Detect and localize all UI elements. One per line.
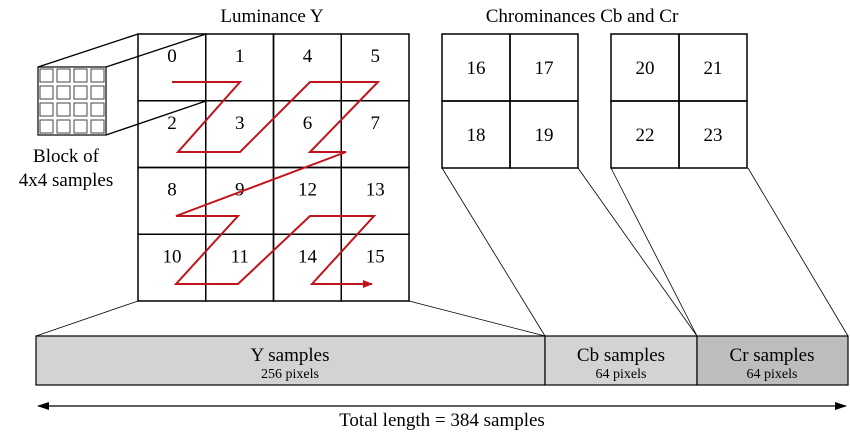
small-sample-block xyxy=(37,33,207,136)
luma-cell-number: 11 xyxy=(231,246,249,267)
luma-cell-number: 12 xyxy=(298,180,317,201)
luma-cell-number: 0 xyxy=(167,46,177,67)
luma-cell-number: 13 xyxy=(366,180,385,201)
chroma-cell-number: 23 xyxy=(704,125,723,146)
luma-cell-number: 9 xyxy=(235,180,245,201)
small-grid-cell xyxy=(73,119,88,134)
luma-cell xyxy=(205,100,275,169)
y-samples-label: Y samples xyxy=(251,345,330,366)
luma-cell-number: 2 xyxy=(167,113,177,134)
luma-cell xyxy=(272,166,342,235)
cb-samples-label: Cb samples xyxy=(577,345,665,366)
chroma-cell-number: 17 xyxy=(535,58,554,79)
cb-cell-numbers: 16 17 18 19 xyxy=(467,58,554,146)
small-grid-cell xyxy=(56,119,71,134)
luma-cell xyxy=(340,166,410,235)
luma-cell xyxy=(340,233,410,302)
small-grid-cell xyxy=(39,68,54,83)
luma-cell xyxy=(137,100,207,169)
projection-lines xyxy=(35,167,849,337)
luma-cell xyxy=(205,233,275,302)
luma-cell-number: 1 xyxy=(235,46,245,67)
cr-samples-segment xyxy=(696,335,849,386)
luma-cell-number: 6 xyxy=(303,113,313,134)
sample-bar xyxy=(35,335,849,386)
block-label-line2: 4x4 samples xyxy=(19,170,113,191)
small-grid-cell xyxy=(73,68,88,83)
chroma-cell-number: 20 xyxy=(636,58,655,79)
chroma-cell-number: 18 xyxy=(467,125,486,146)
cr-cell-numbers: 20 21 22 23 xyxy=(636,58,723,146)
chroma-cell xyxy=(509,100,579,169)
luminance-title: Luminance Y xyxy=(220,6,324,27)
y-samples-segment xyxy=(35,335,546,386)
luma-cell-number: 14 xyxy=(298,246,318,267)
luma-cell-number: 8 xyxy=(167,180,177,201)
block-label-line1: Block of xyxy=(33,146,100,167)
small-grid-cell xyxy=(39,85,54,100)
chroma-cell-number: 16 xyxy=(467,58,486,79)
luma-cell xyxy=(137,33,207,102)
cb-grid xyxy=(441,33,579,169)
small-grid-cell xyxy=(90,85,105,100)
luma-cell xyxy=(137,233,207,302)
cr-samples-count: 64 pixels xyxy=(747,367,798,382)
small-grid-cell xyxy=(73,102,88,117)
y-samples-count: 256 pixels xyxy=(261,367,319,382)
small-grid-cell xyxy=(90,68,105,83)
small-grid-cell xyxy=(56,68,71,83)
zigzag-scan-path xyxy=(172,81,381,288)
luminance-grid xyxy=(137,33,410,302)
luma-cell xyxy=(272,33,342,102)
small-grid-cell xyxy=(39,102,54,117)
luma-cell-number: 15 xyxy=(366,246,385,267)
luma-cell-number: 10 xyxy=(163,246,182,267)
cb-samples-count: 64 pixels xyxy=(596,367,647,382)
total-length-label: Total length = 384 samples xyxy=(339,410,545,431)
small-grid-cells xyxy=(39,68,105,134)
small-grid-cell xyxy=(56,102,71,117)
small-grid-cell xyxy=(39,119,54,134)
small-grid-cell xyxy=(90,119,105,134)
chroma-cell-number: 21 xyxy=(704,58,723,79)
cb-samples-segment xyxy=(544,335,698,386)
luma-cell xyxy=(272,233,342,302)
chroma-cell-number: 19 xyxy=(535,125,554,146)
chroma-cell xyxy=(678,100,748,169)
small-grid-cell xyxy=(90,102,105,117)
cr-grid xyxy=(610,33,748,169)
luma-cell xyxy=(137,166,207,235)
chrominance-title: Chrominances Cb and Cr xyxy=(486,6,679,27)
cr-samples-label: Cr samples xyxy=(730,345,815,366)
luma-cell xyxy=(340,33,410,102)
luma-cell-number: 5 xyxy=(371,46,381,67)
luma-cell-number: 7 xyxy=(371,113,381,134)
luma-cell xyxy=(205,33,275,102)
luma-cell-number: 4 xyxy=(303,46,313,67)
chroma-cell-number: 22 xyxy=(636,125,655,146)
luma-cell-number: 3 xyxy=(235,113,245,134)
small-grid-cell xyxy=(73,85,88,100)
small-grid-cell xyxy=(56,85,71,100)
